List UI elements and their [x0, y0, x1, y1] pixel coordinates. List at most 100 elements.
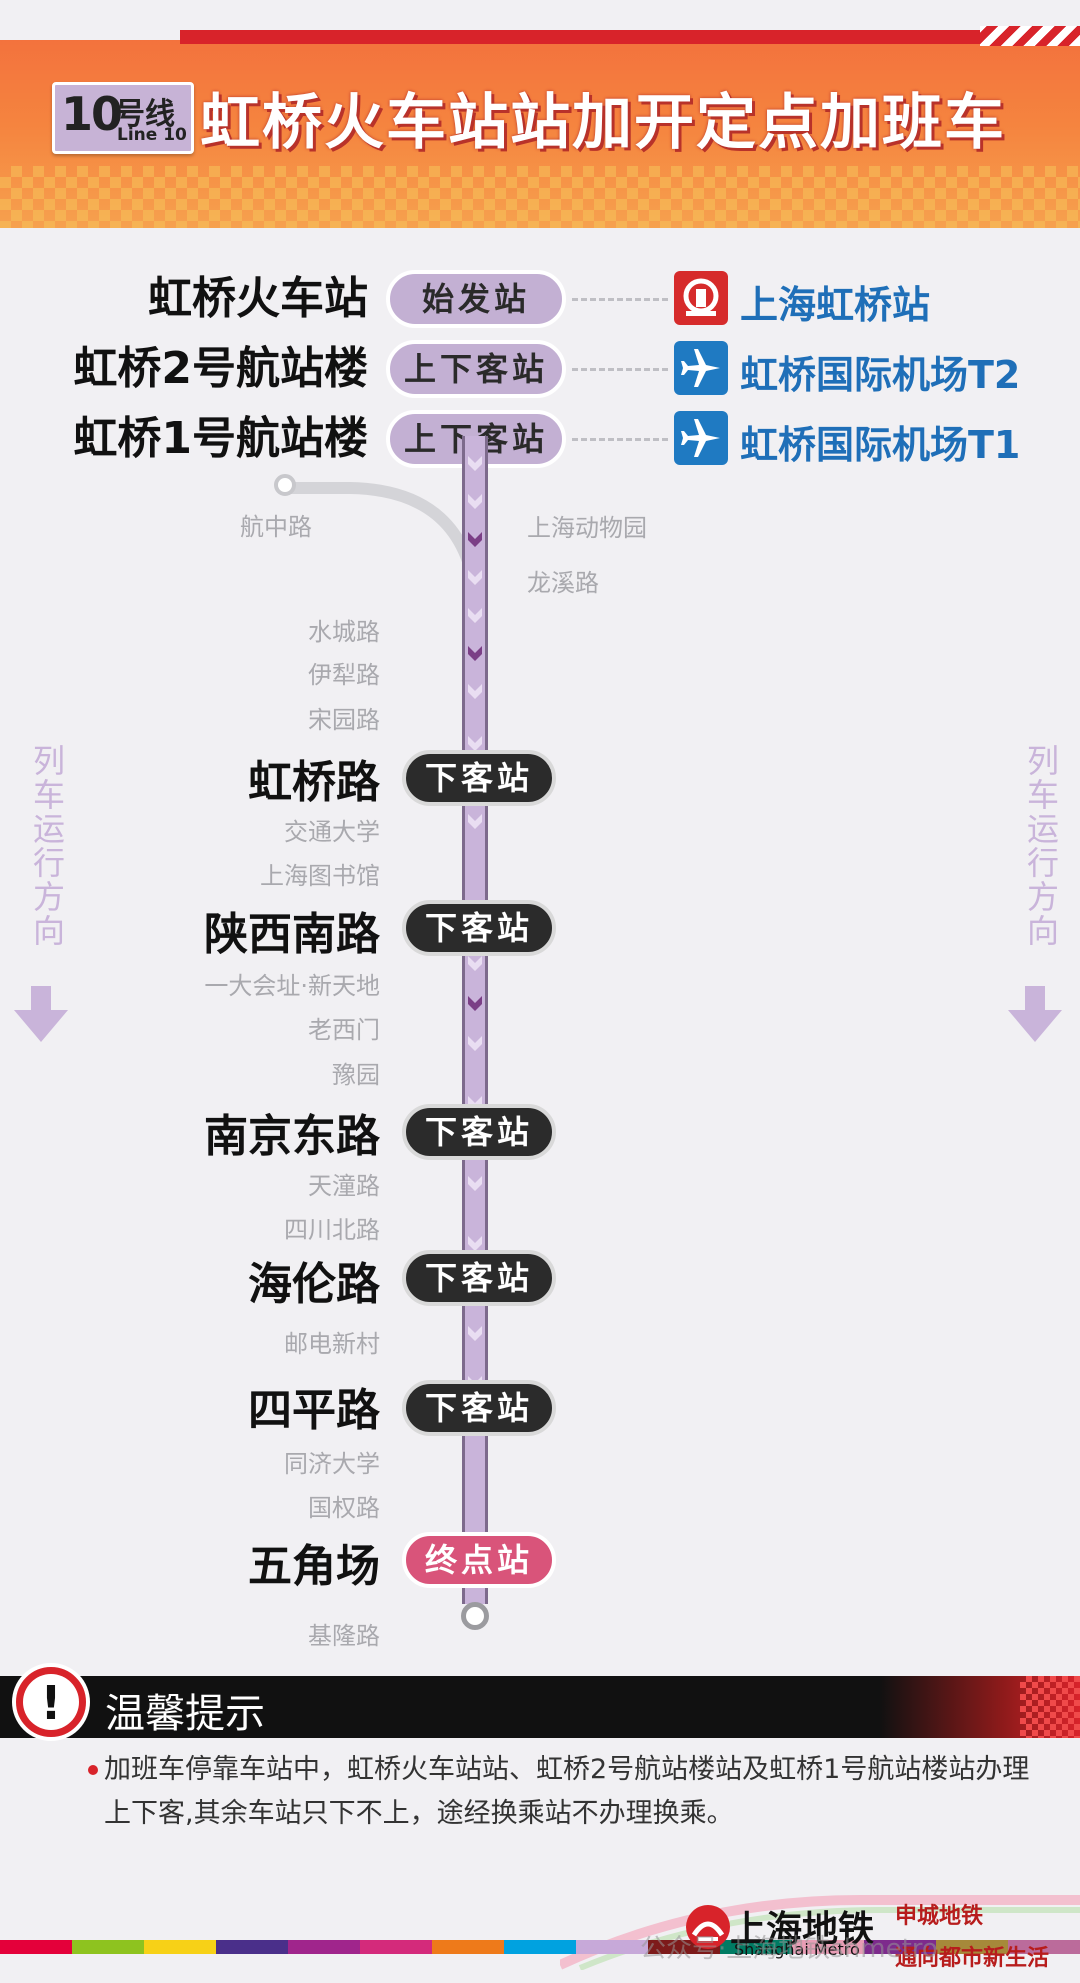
station-hangzhong-road: 航中路: [240, 513, 312, 541]
footer-stripe: [288, 1940, 360, 1954]
station-longxi-road: 龙溪路: [527, 569, 599, 597]
chevron-down-icon: [468, 532, 482, 547]
airplane-icon: [674, 341, 728, 395]
connector-line: [572, 368, 668, 371]
dest-airport-t1: 虹桥国际机场T1: [740, 423, 1021, 467]
footer-logo-text: 上海地铁: [730, 1909, 875, 1950]
footer-slogan-1: 申城地铁: [895, 1903, 984, 1929]
station-hongqiao-t1: 虹桥1号航站楼: [73, 413, 368, 464]
header-banner: [0, 0, 1080, 228]
badge-terminal: 终点站: [402, 1532, 556, 1588]
badge-origin: 始发站: [386, 270, 566, 328]
direction-label-right: 列车运行方向: [1022, 744, 1060, 948]
footer-stripe: [720, 1940, 792, 1954]
badge-alight-only: 下客站: [402, 1250, 556, 1306]
line-english: Line 10: [117, 125, 187, 145]
station-hongqiao-railway: 虹桥火车站: [148, 273, 368, 324]
railway-icon: [674, 271, 728, 325]
header-checker-decoration: [0, 166, 1080, 228]
tip-line-2: 上下客,其余车站只下不上，途经换乘站不办理换乘。: [104, 1798, 734, 1829]
dest-airport-t2: 虹桥国际机场T2: [740, 353, 1021, 397]
header-red-stripe: [180, 30, 1080, 44]
footer-stripe: [504, 1940, 576, 1954]
direction-chevrons: [468, 456, 482, 1431]
station-east-nanjing-road: 南京东路: [204, 1111, 380, 1162]
page-title: 虹桥火车站站加开定点加班车: [200, 88, 1006, 158]
badge-boarding-t2: 上下客站: [386, 340, 566, 398]
tip-text: 加班车停靠车站中，虹桥火车站站、虹桥2号航站楼站及虹桥1号航站楼站办理 上下客,…: [104, 1748, 1064, 1836]
station-siping-road: 四平路: [248, 1385, 380, 1436]
tip-line-1: 加班车停靠车站中，虹桥火车站站、虹桥2号航站楼站及虹桥1号航站楼站办理: [104, 1754, 1030, 1785]
line-10-badge: 10 号线 Line 10: [52, 82, 194, 154]
footer-stripe: [576, 1940, 648, 1954]
badge-alight-only: 下客站: [402, 1104, 556, 1160]
branch-terminal-marker: [274, 474, 296, 496]
shanghai-metro-logo-icon: [686, 1905, 730, 1949]
watermark-text: 公众号·上海地铁shmetro: [640, 1934, 938, 1964]
chevron-down-icon: [468, 736, 482, 751]
tip-bar-checker: [1020, 1676, 1080, 1738]
footer-slogan-2: 通向都市新生活: [895, 1945, 1050, 1971]
station-hailun-road: 海伦路: [248, 1259, 380, 1310]
bullet-dot: [88, 1765, 98, 1775]
station-tiantong-road: 天潼路: [308, 1172, 380, 1200]
down-arrow-icon: [14, 986, 68, 1042]
station-tongji-university: 同济大学: [284, 1450, 380, 1478]
dest-hongqiao-station: 上海虹桥站: [740, 283, 931, 327]
station-hongqiao-t2: 虹桥2号航站楼: [73, 343, 368, 394]
chevron-down-icon: [468, 494, 482, 509]
station-youdian-xincun: 邮电新村: [284, 1330, 380, 1358]
line-number: 10: [61, 87, 123, 141]
down-arrow-icon: [1008, 986, 1062, 1042]
station-shanghai-zoo: 上海动物园: [527, 514, 647, 542]
badge-alight-only: 下客站: [402, 1380, 556, 1436]
badge-alight-only: 下客站: [402, 750, 556, 806]
footer-stripe: [936, 1940, 1008, 1954]
footer-stripe: [72, 1940, 144, 1954]
chevron-down-icon: [468, 814, 482, 829]
station-sichuan-north-road: 四川北路: [284, 1216, 380, 1244]
chevron-down-icon: [468, 1036, 482, 1051]
station-guoquan-road: 国权路: [308, 1494, 380, 1522]
footer-stripe: [144, 1940, 216, 1954]
station-shaanxi-south-road: 陕西南路: [204, 909, 380, 960]
footer-stripe: [432, 1940, 504, 1954]
footer-stripe: [0, 1940, 72, 1954]
chevron-down-icon: [468, 1326, 482, 1341]
chevron-down-icon: [468, 608, 482, 623]
chevron-down-icon: [468, 956, 482, 971]
badge-alight-only: 下客站: [402, 900, 556, 956]
station-xintiandi: 一大会址·新天地: [204, 972, 380, 1000]
line-hao: 号线: [115, 97, 175, 132]
footer-stripe: [360, 1940, 432, 1954]
airplane-icon: [674, 411, 728, 465]
footer-logo-english: Shanghai Metro: [734, 1940, 860, 1959]
warning-icon: !: [12, 1663, 90, 1741]
footer-color-stripes: [0, 1940, 1080, 1954]
chevron-down-icon: [468, 646, 482, 661]
chevron-down-icon: [468, 456, 482, 471]
station-yuyuan-garden: 豫园: [332, 1061, 380, 1089]
footer-stripe: [216, 1940, 288, 1954]
tip-header-bar: [0, 1676, 1080, 1738]
footer-stripe: [1008, 1940, 1080, 1954]
chevron-down-icon: [468, 1236, 482, 1251]
station-yili-road: 伊犁路: [308, 661, 380, 689]
station-songyuan-road: 宋园路: [308, 706, 380, 734]
chevron-down-icon: [468, 570, 482, 585]
station-wujiaochang: 五角场: [248, 1541, 380, 1592]
footer-stripe: [792, 1940, 864, 1954]
header-hatch-decoration: [980, 26, 1080, 46]
station-shuicheng-road: 水城路: [308, 618, 380, 646]
connector-line: [572, 298, 668, 301]
station-jiaotong-university: 交通大学: [284, 818, 380, 846]
connector-line: [572, 438, 668, 441]
station-hongqiao-road: 虹桥路: [248, 757, 380, 808]
station-shanghai-library: 上海图书馆: [260, 862, 380, 890]
footer-stripe: [864, 1940, 936, 1954]
chevron-down-icon: [468, 996, 482, 1011]
station-laoximen: 老西门: [308, 1016, 380, 1044]
station-jilong-road: 基隆路: [308, 1622, 380, 1650]
chevron-down-icon: [468, 1176, 482, 1191]
chevron-down-icon: [468, 684, 482, 699]
